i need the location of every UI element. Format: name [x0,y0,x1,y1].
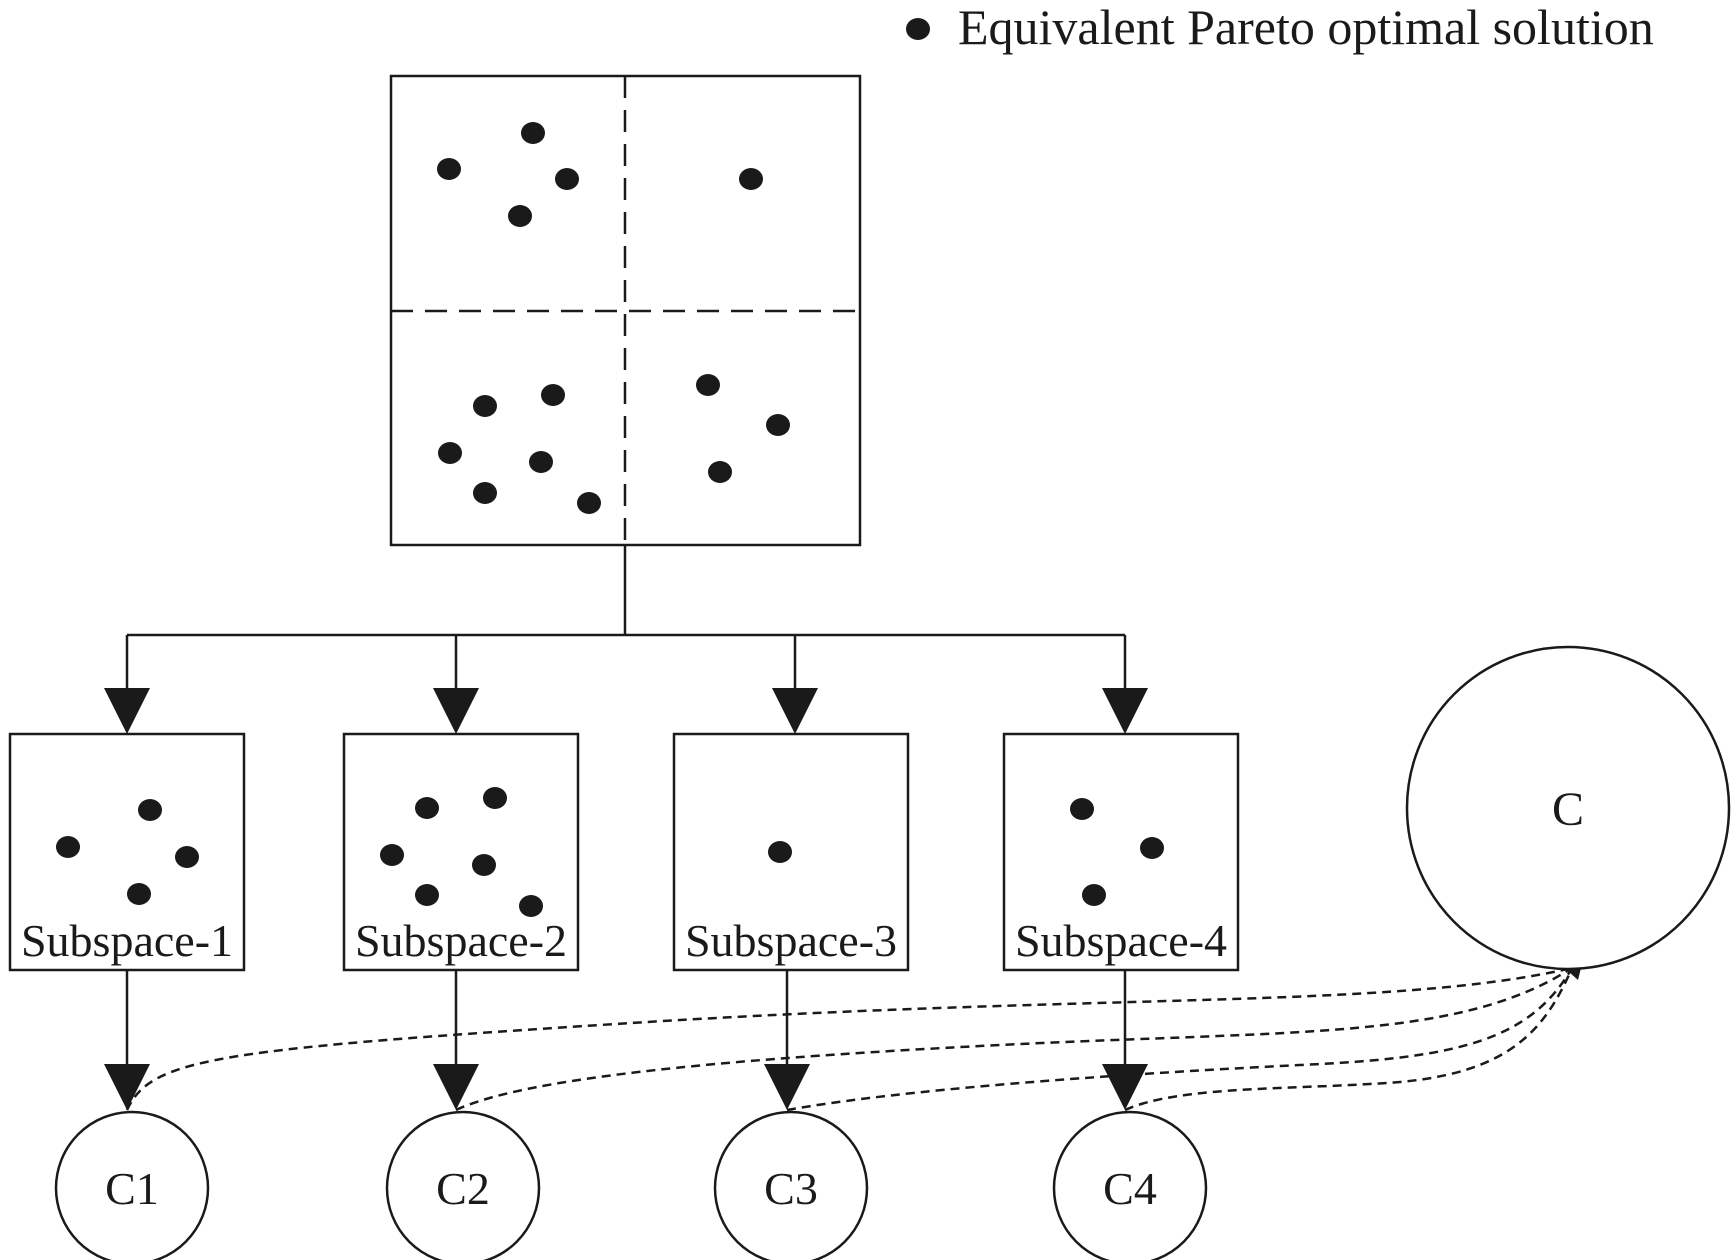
node-c-combined: C [1405,645,1731,971]
split-arrowhead-1 [104,688,150,734]
solution-dot [766,414,790,436]
subspace-frame [1002,732,1240,972]
merge-curve-1 [125,966,1573,1111]
objective-space-solutions [437,122,790,514]
solution-dot [521,122,545,144]
solution-dot [483,787,507,809]
subspace-label: Subspace-2 [355,915,567,966]
solution-dot [473,482,497,504]
subspace-label: Subspace-3 [685,915,897,966]
subspace-frame [8,732,246,972]
solution-dot [696,374,720,396]
solution-dot [56,836,80,858]
solution-dot [1070,798,1094,820]
node-label: C1 [105,1163,159,1214]
solution-dot [708,461,732,483]
solution-dot [175,846,199,868]
subspace-box-2: Subspace-2 [342,732,580,972]
solution-dot [508,205,532,227]
node-circle [385,1110,541,1260]
split-arrowhead-2 [433,688,479,734]
node-arrowhead-1 [104,1064,150,1110]
solution-dot [768,841,792,863]
subspace-label: Subspace-1 [21,915,233,966]
node-label: C3 [764,1163,818,1214]
node-circle [1052,1110,1208,1260]
solution-dot [519,895,543,917]
solution-dot [380,844,404,866]
split-arrowhead-3 [772,688,818,734]
subspace-box-1: Subspace-1 [8,732,246,972]
node-circle [713,1110,869,1260]
node-c4: C4 [1052,1110,1208,1260]
node-label: C [1552,783,1584,836]
split-arrowhead-4 [1102,688,1148,734]
solution-dot [555,168,579,190]
subspace-label: Subspace-4 [1015,915,1227,966]
solution-dot [438,442,462,464]
subspace-box-3: Subspace-3 [672,732,910,972]
node-circle [54,1110,210,1260]
node-c1: C1 [54,1110,210,1260]
node-arrowhead-3 [764,1064,810,1110]
node-c3: C3 [713,1110,869,1260]
node-label: C4 [1103,1163,1157,1214]
merge-curve-3 [786,967,1574,1112]
solution-dot [577,492,601,514]
node-arrowhead-2 [433,1064,479,1110]
merge-curve-2 [455,966,1573,1112]
solution-dot [529,451,553,473]
solution-dot [472,854,496,876]
legend-dot [906,18,930,40]
solution-dot [437,158,461,180]
solution-dot [739,168,763,190]
node-circle [1405,645,1731,971]
solution-dot [415,884,439,906]
merge-curve-4 [1124,967,1574,1112]
solution-dot [1082,884,1106,906]
solution-dot [415,797,439,819]
solution-dot [127,883,151,905]
solution-dot [541,384,565,406]
subspace-box-4: Subspace-4 [1002,732,1240,972]
node-c2: C2 [385,1110,541,1260]
legend-label: Equivalent Pareto optimal solution [958,0,1654,55]
solution-dot [138,799,162,821]
node-label: C2 [436,1163,490,1214]
solution-dot [473,395,497,417]
solution-dot [1140,837,1164,859]
